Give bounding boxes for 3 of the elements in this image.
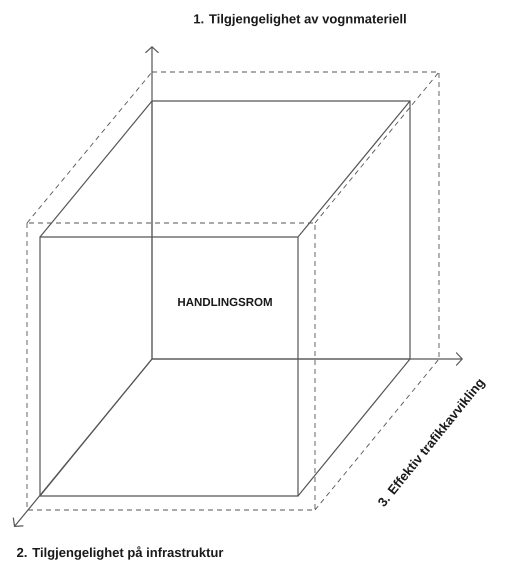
axis-label: 2. Tilgjengelighet på infrastruktur [17, 546, 224, 560]
cube-label: HANDLINGSROM [178, 298, 272, 306]
axis-label: 1. Tilgjengelighet av vognmateriell [194, 14, 406, 26]
